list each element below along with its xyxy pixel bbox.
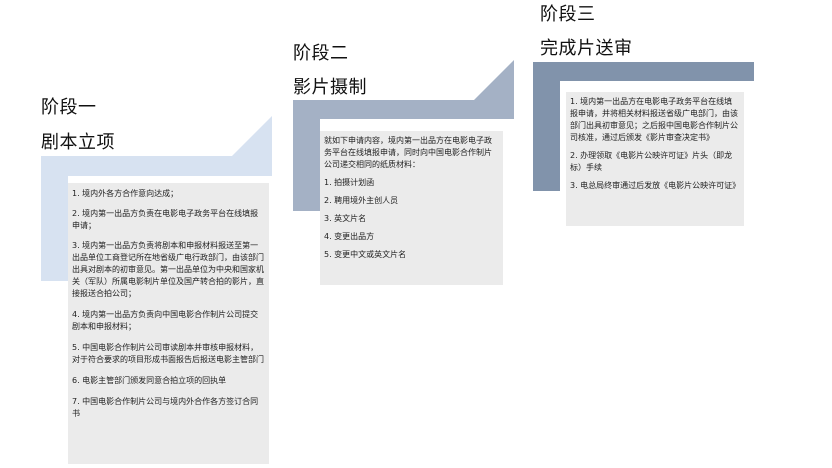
- stage-3-item: 3. 电总局终审通过后发放《电影片公映许可证》: [570, 181, 741, 190]
- stage-2-top-bar: [293, 100, 514, 119]
- stage-1-step-corner: [232, 116, 272, 156]
- stage-3-content-box: 1. 境内第一出品方在电影电子政务平台在线填报申请，并将相关材料报送省级广电部门…: [566, 92, 744, 226]
- stage-1-side-bar: [41, 176, 68, 281]
- stage-1-item: 5. 中国电影合作制片公司审读剧本并审核申报材料，对于符合要求的项目形成书面报告…: [72, 343, 264, 364]
- stage-1-title: 剧本立项: [41, 132, 115, 153]
- stage-3-title: 完成片送审: [540, 38, 633, 59]
- stage-3-item: 2. 办理领取《电影片公映许可证》片头（即龙标）手续: [570, 151, 733, 172]
- stage-2-title: 影片摄制: [293, 77, 367, 98]
- stage-1-item: 1. 境内外各方合作意向达成；: [72, 189, 179, 198]
- stage-2-item: 4. 变更出品方: [324, 232, 375, 241]
- stage-1-item: 3. 境内第一出品方负责将剧本和申报材料报送至第一出品单位工商登记所在地省级广电…: [72, 241, 264, 298]
- stage-3-item: 1. 境内第一出品方在电影电子政务平台在线填报申请，并将相关材料报送省级广电部门…: [570, 97, 738, 142]
- stage-2-item: 2. 聘用境外主创人员: [324, 196, 399, 205]
- stage-3-top-bar: [533, 62, 754, 81]
- stage-2-item: 5. 变更中文或英文片名: [324, 250, 407, 259]
- stage-1-item: 4. 境内第一出品方负责向中国电影合作制片公司提交剧本和申报材料；: [72, 310, 259, 331]
- stage-1-list: 1. 境内外各方合作意向达成； 2. 境内第一出品方负责在电影电子政务平台在线填…: [72, 188, 265, 420]
- stage-3-label: 阶段三: [540, 4, 596, 25]
- stage-1-top-bar: [41, 156, 272, 176]
- stage-2-label: 阶段二: [293, 43, 349, 64]
- stage-3-list: 1. 境内第一出品方在电影电子政务平台在线填报申请，并将相关材料报送省级广电部门…: [570, 96, 740, 192]
- stage-1-item: 2. 境内第一出品方负责在电影电子政务平台在线填报申请；: [72, 209, 259, 230]
- stage-2-intro: 就如下申请内容，境内第一出品方在电影电子政务平台在线填报申请，同时向中国电影合作…: [324, 136, 492, 169]
- stage-2-side-bar: [293, 119, 320, 211]
- stage-2-content-box: 就如下申请内容，境内第一出品方在电影电子政务平台在线填报申请，同时向中国电影合作…: [320, 131, 503, 285]
- stage-2-step-corner: [474, 60, 514, 100]
- stage-3-side-bar: [533, 81, 560, 191]
- stage-2-item: 1. 拍摄计划函: [324, 178, 375, 187]
- stage-1-item: 6. 电影主管部门颁发同意合拍立项的回执单: [72, 376, 227, 385]
- stage-2-list: 1. 拍摄计划函 2. 聘用境外主创人员 3. 英文片名 4. 变更出品方 5.…: [324, 177, 499, 261]
- stage-1-item: 7. 中国电影合作制片公司与境内外合作各方签订合同书: [72, 397, 259, 418]
- stage-1-content-box: 1. 境内外各方合作意向达成； 2. 境内第一出品方负责在电影电子政务平台在线填…: [68, 183, 269, 464]
- stage-1-label: 阶段一: [41, 97, 97, 118]
- stage-2-item: 3. 英文片名: [324, 214, 367, 223]
